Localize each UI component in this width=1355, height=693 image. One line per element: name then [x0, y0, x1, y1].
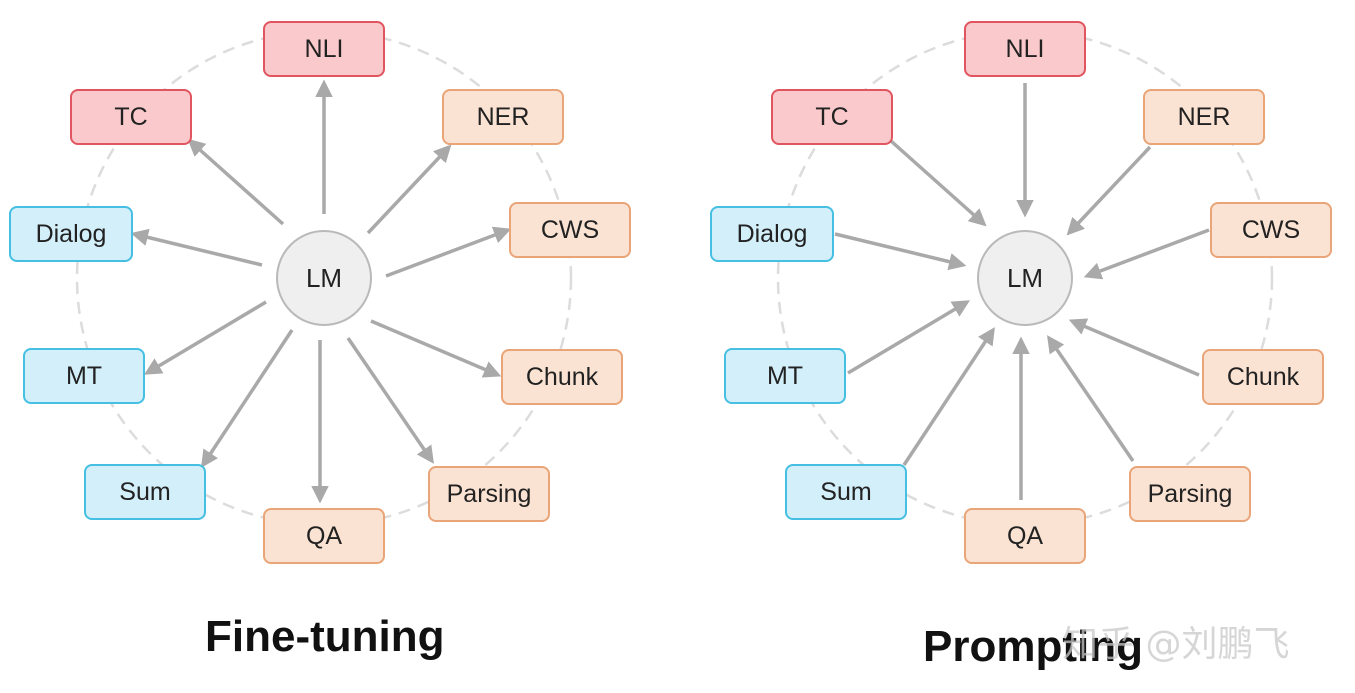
prompting-panel: LM NLI TC NER Dialog CWS MT Chunk Sum Pa…: [701, 0, 1355, 693]
node-sum: Sum: [84, 464, 206, 520]
arrow-ner: [366, 144, 452, 235]
lm-center-node: LM: [977, 230, 1073, 326]
node-tc: TC: [771, 89, 893, 145]
node-nli: NLI: [964, 21, 1086, 77]
arrow-tc: [187, 138, 285, 226]
node-parsing: Parsing: [1129, 466, 1251, 522]
node-chunk: Chunk: [1202, 349, 1324, 405]
arrow-tc: [889, 139, 987, 227]
arrow-ner: [1066, 145, 1152, 236]
node-ner: NER: [1143, 89, 1265, 145]
arrow-chunk: [370, 319, 502, 378]
arrow-sum: [902, 327, 995, 466]
lm-center-node: LM: [276, 230, 372, 326]
arrow-dialog: [130, 228, 263, 267]
node-ner: NER: [442, 89, 564, 145]
arrow-parsing: [346, 337, 434, 464]
fine-tuning-caption: Fine-tuning: [205, 612, 445, 661]
node-mt: MT: [23, 348, 145, 404]
node-dialog: Dialog: [9, 206, 133, 262]
node-qa: QA: [964, 508, 1086, 564]
node-cws: CWS: [509, 202, 631, 258]
watermark-text: 知乎 @刘鹏飞: [1062, 624, 1290, 665]
prompting-caption: Prompting: [923, 622, 1143, 671]
node-cws: CWS: [1210, 202, 1332, 258]
node-tc: TC: [70, 89, 192, 145]
node-chunk: Chunk: [501, 349, 623, 405]
arrow-sum: [201, 329, 294, 468]
node-parsing: Parsing: [428, 466, 550, 522]
fine-tuning-panel: LM NLI TC NER Dialog CWS MT Chunk Sum Pa…: [9, 21, 631, 661]
arrow-cws: [1083, 228, 1210, 280]
arrow-parsing: [1047, 335, 1135, 462]
node-sum: Sum: [785, 464, 907, 520]
node-qa: QA: [263, 508, 385, 564]
arrow-dialog: [834, 232, 967, 271]
arrow-cws: [385, 226, 512, 278]
arrow-chunk: [1068, 318, 1200, 377]
node-nli: NLI: [263, 21, 385, 77]
arrow-mt: [143, 300, 267, 375]
node-mt: MT: [724, 348, 846, 404]
arrow-mt: [847, 300, 971, 375]
node-dialog: Dialog: [710, 206, 834, 262]
